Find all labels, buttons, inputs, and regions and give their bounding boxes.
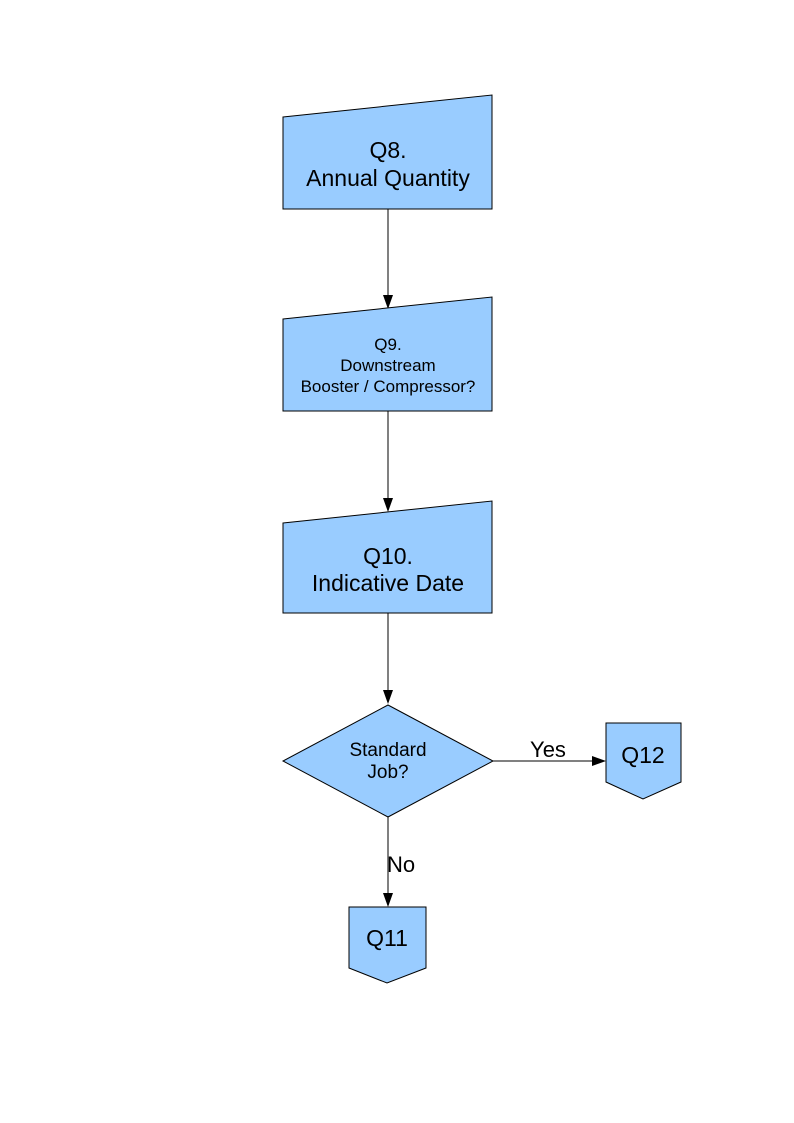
off-page-connector-shape-q12 <box>605 722 682 800</box>
arrowhead-down-icon <box>383 893 393 907</box>
node-q8: Q8. Annual Quantity <box>282 94 493 210</box>
node-q12-label: Q12 <box>621 742 664 768</box>
connector-q8-q9 <box>383 209 393 309</box>
node-q8-line-1: Q8. <box>369 137 406 163</box>
node-q11: Q11 <box>348 906 427 984</box>
edge-label-yes: Yes <box>530 737 566 762</box>
decision-line-1: Standard <box>349 740 426 761</box>
node-q9-line-2: Downstream <box>340 356 435 375</box>
manual-input-shape-q9 <box>282 296 493 412</box>
decision-line-2: Job? <box>367 762 408 783</box>
edge-label-no: No <box>387 852 415 877</box>
node-q9-line-3: Booster / Compressor? <box>301 377 476 396</box>
connector-q9-q10 <box>383 411 393 512</box>
node-q8-line-2: Annual Quantity <box>306 165 470 191</box>
arrowhead-down-icon <box>383 295 393 309</box>
node-q9: Q9. Downstream Booster / Compressor? <box>282 296 493 412</box>
arrowhead-down-icon <box>383 498 393 512</box>
arrowhead-right-icon <box>592 756 606 766</box>
node-standard-job-decision: Standard Job? <box>281 704 495 818</box>
decision-diamond-shape <box>281 704 495 818</box>
connector-q10-decision <box>383 613 393 704</box>
off-page-connector-shape-q11 <box>348 906 427 984</box>
node-q10-line-1: Q10. <box>363 543 413 569</box>
connector-yes-decision-q12: Yes <box>493 737 606 766</box>
node-q10: Q10. Indicative Date <box>282 500 493 614</box>
manual-input-shape-q10 <box>282 500 493 614</box>
node-q9-line-1: Q9. <box>374 335 401 354</box>
node-q11-label: Q11 <box>366 925 408 951</box>
node-q12: Q12 <box>605 722 682 800</box>
arrowhead-down-icon <box>383 690 393 704</box>
manual-input-shape-q8 <box>282 94 493 210</box>
node-q10-line-2: Indicative Date <box>312 570 464 596</box>
connector-no-decision-q11: No <box>383 817 415 907</box>
